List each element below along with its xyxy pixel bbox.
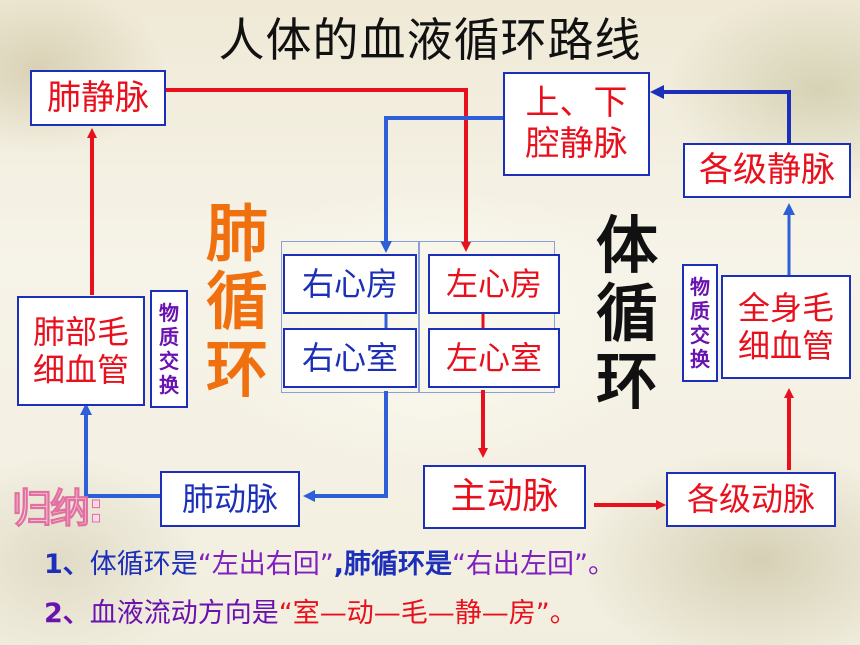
arrow-vena-cava-to-right-atrium [380, 116, 504, 253]
body-capillary-label-line2: 细血管 [737, 327, 834, 365]
exchange-left-char: 换 [159, 373, 179, 397]
exchange-right-char: 交 [690, 323, 710, 347]
veins-label: 各级静脉 [699, 150, 835, 191]
left-ventricle-label: 左心室 [445, 338, 542, 377]
summary-heading: 归纳: [12, 486, 105, 533]
exchange-left-char: 物 [159, 301, 179, 325]
vena-cava-box: 上、下 腔静脉 [503, 72, 650, 176]
vena-cava-label-line2: 腔静脉 [525, 124, 628, 164]
pulmonary-vein-box: 肺静脉 [30, 70, 166, 126]
body-capillary-label-line1: 全身毛 [737, 288, 834, 327]
aorta-label: 主动脉 [450, 476, 559, 518]
summary-line1-number: 1、 [44, 549, 90, 580]
summary-line2-quote: “室—动—毛—静—房” [278, 598, 550, 629]
left-atrium-label: 左心房 [445, 264, 542, 303]
arrow-veins-to-vena-cava [650, 85, 791, 144]
lung-capillary-label-line2: 细血管 [32, 351, 129, 389]
page-title: 人体的血液循环路线 [218, 13, 642, 67]
summary-line1-quote-b: “右出左回” [452, 549, 589, 580]
summary-line1-text-a: 体循环是 [89, 549, 198, 580]
right-atrium-label: 右心房 [301, 264, 398, 303]
systemic-circulation-char: 循 [596, 277, 659, 350]
summary-line2-number: 2、 [44, 598, 90, 629]
summary-line-1: 1、体循环是“左出右回”,肺循环是“右出左回”。 [44, 542, 615, 581]
body-capillary-box: 全身毛 细血管 [721, 275, 851, 379]
aorta-box: 主动脉 [423, 465, 586, 529]
summary-line1-quote-a: “左出右回” [197, 549, 334, 580]
summary-line2-text-a: 血液流动方向是 [89, 598, 279, 629]
exchange-left-char: 交 [159, 349, 179, 373]
arteries-box: 各级动脉 [666, 472, 836, 527]
exchange-left-char: 质 [159, 325, 179, 349]
exchange-right-char: 换 [690, 347, 710, 371]
right-ventricle-box: 右心室 [283, 328, 417, 388]
summary-line1-text-c: ,肺循环是 [333, 549, 453, 580]
exchange-right-char: 质 [690, 299, 710, 323]
systemic-circulation-label: 体 循 环 [596, 212, 658, 416]
right-atrium-box: 右心房 [283, 254, 417, 314]
exchange-right-char: 物 [690, 275, 710, 299]
pulmonary-circulation-char: 肺 [206, 197, 269, 270]
pulmonary-circulation-char: 循 [206, 265, 269, 338]
arrow-pulmonary-artery-to-lung-capillary [80, 403, 162, 498]
summary-line2-end: 。 [549, 598, 577, 629]
lung-capillary-label-line1: 肺部毛 [32, 312, 129, 351]
arteries-label: 各级动脉 [686, 480, 815, 519]
heart-divider [418, 241, 420, 393]
pulmonary-artery-label: 肺动脉 [181, 479, 278, 518]
right-ventricle-label: 右心室 [301, 338, 398, 377]
pulmonary-artery-box: 肺动脉 [160, 471, 300, 527]
pulmonary-circulation-label: 肺 循 环 [206, 200, 268, 404]
arrow-right-ventricle-to-pulmonary-artery [303, 391, 388, 502]
lung-capillary-box: 肺部毛 细血管 [17, 296, 145, 406]
summary-line1-end: 。 [588, 549, 616, 580]
systemic-circulation-char: 环 [596, 345, 659, 418]
vena-cava-label-line1: 上、下 [525, 83, 628, 124]
pulmonary-circulation-char: 环 [206, 333, 269, 406]
systemic-circulation-char: 体 [596, 209, 659, 282]
summary-line-2: 2、血液流动方向是“室—动—毛—静—房”。 [44, 591, 577, 630]
pulmonary-vein-label: 肺静脉 [47, 77, 149, 118]
left-ventricle-box: 左心室 [428, 328, 560, 388]
exchange-right-box: 物 质 交 换 [682, 264, 718, 382]
arrow-pulmonary-vein-to-left-atrium [166, 88, 471, 252]
left-atrium-box: 左心房 [428, 254, 560, 314]
exchange-left-box: 物 质 交 换 [150, 290, 188, 408]
veins-box: 各级静脉 [683, 143, 851, 198]
